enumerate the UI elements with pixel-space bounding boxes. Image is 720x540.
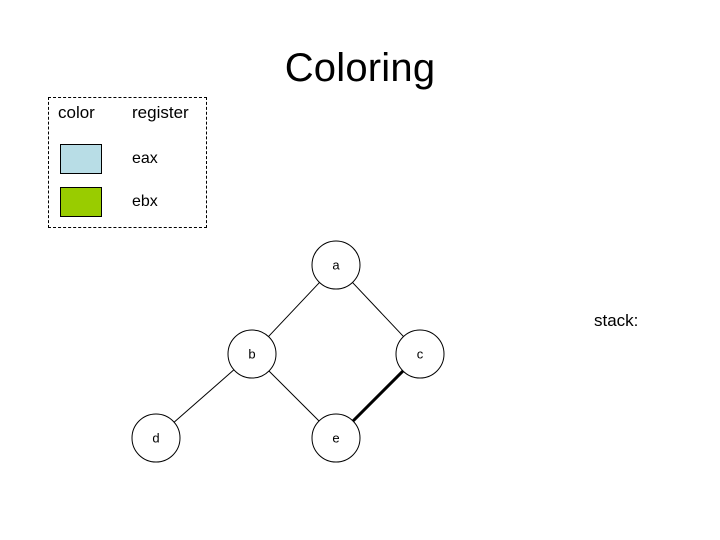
legend-register-eax: eax: [132, 150, 158, 167]
graph-edge-b-e: [268, 370, 320, 422]
graph-node-label-a: a: [332, 258, 340, 273]
graph-node-label-b: b: [248, 347, 255, 362]
graph-node-circle-e[interactable]: [311, 413, 361, 463]
graph-edge-a-c: [352, 282, 404, 337]
graph-node-circle-a[interactable]: [311, 240, 361, 290]
legend-register-ebx: ebx: [132, 193, 158, 210]
graph-node-circle-d[interactable]: [131, 413, 181, 463]
graph-node-c[interactable]: c: [395, 329, 445, 379]
page-title: Coloring: [284, 46, 436, 90]
color-register-legend: color register eax ebx: [48, 97, 207, 228]
color-swatch-ebx: [60, 187, 102, 217]
graph-node-e[interactable]: e: [311, 413, 361, 463]
color-swatch-eax: [60, 144, 102, 174]
legend-header-register: register: [132, 103, 189, 122]
graph-node-d[interactable]: d: [131, 413, 181, 463]
graph-node-a[interactable]: a: [311, 240, 361, 290]
graph-node-circle-b[interactable]: [227, 329, 277, 379]
graph-node-label-d: d: [152, 431, 159, 446]
graph-edge-b-d: [173, 369, 235, 423]
graph-node-circle-c[interactable]: [395, 329, 445, 379]
graph-node-label-c: c: [417, 347, 424, 362]
graph-node-label-e: e: [332, 431, 339, 446]
graph-node-layer: a b c d e: [131, 240, 445, 463]
graph-edge-c-e: [351, 369, 405, 423]
stack-label: stack:: [594, 311, 639, 330]
graph-edge-a-b: [268, 282, 320, 337]
legend-header-color: color: [58, 103, 95, 122]
graph-node-b[interactable]: b: [227, 329, 277, 379]
graph-edge-layer: [173, 282, 405, 423]
